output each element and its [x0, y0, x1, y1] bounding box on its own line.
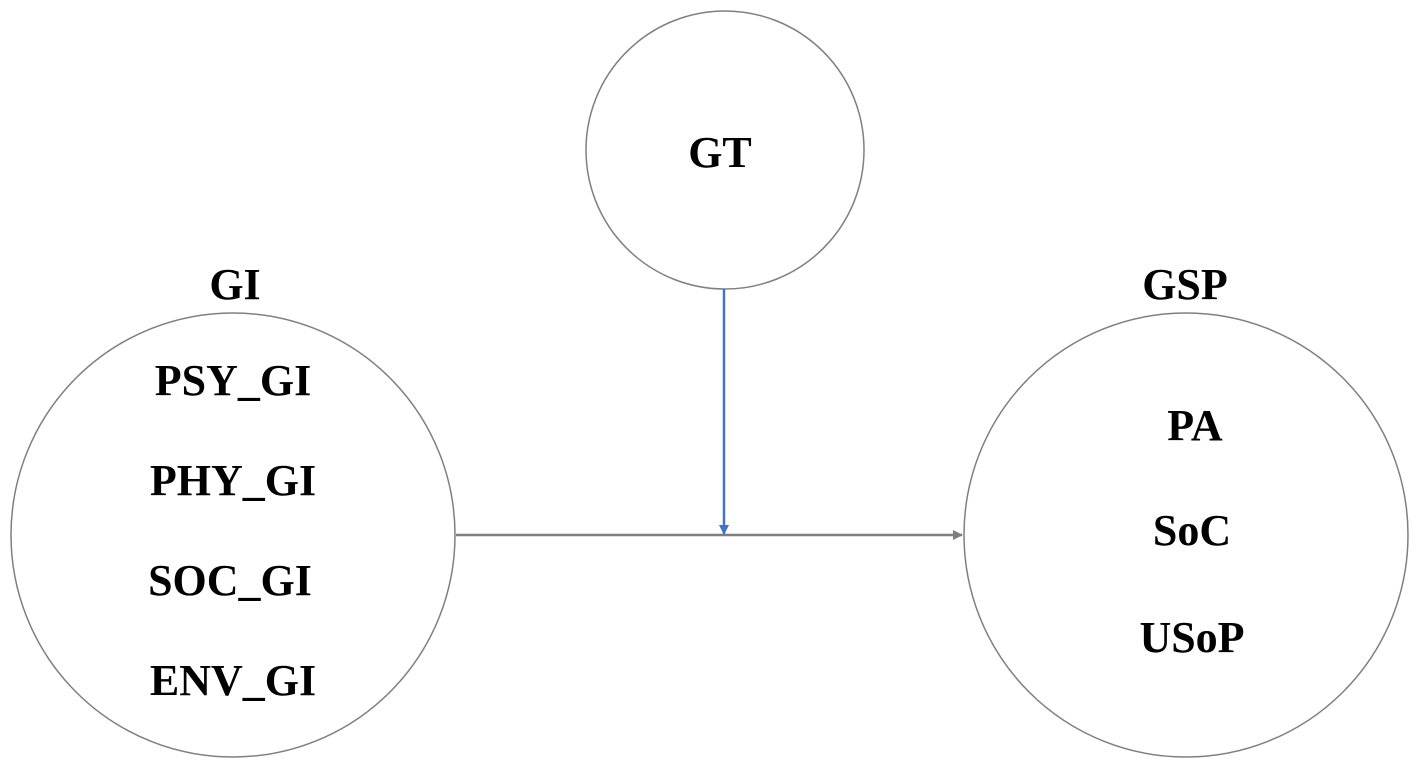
gt-node: GT [585, 10, 865, 290]
gsp-item-pa: PA [1167, 401, 1223, 450]
gi-item-env: ENV_GI [150, 656, 316, 705]
gi-item-phy: PHY_GI [150, 456, 316, 505]
gi-item-soc: SOC_GI [148, 556, 312, 605]
gsp-item-soc: SoC [1153, 506, 1231, 555]
gsp-node: GSP PA SoC USoP [963, 260, 1409, 758]
gi-circle [10, 312, 456, 758]
gi-title: GI [209, 260, 260, 309]
gt-label: GT [688, 128, 752, 177]
gi-node: GI PSY_GI PHY_GI SOC_GI ENV_GI [10, 260, 456, 758]
gi-item-psy: PSY_GI [155, 356, 311, 405]
gsp-item-usop: USoP [1139, 613, 1244, 662]
gsp-title: GSP [1142, 260, 1228, 309]
gsp-circle [963, 312, 1409, 758]
